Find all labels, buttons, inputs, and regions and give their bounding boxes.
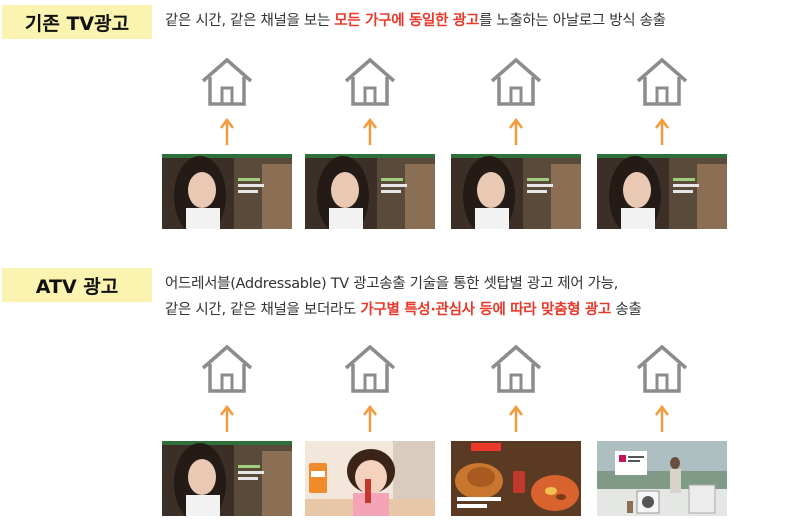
tv-ad-thumbnail-woman — [162, 441, 292, 516]
house-icon — [636, 57, 688, 106]
desc-highlight: 모든 가구에 동일한 광고 — [334, 13, 479, 29]
house-icon — [636, 344, 688, 393]
arrow-up-icon — [220, 118, 234, 145]
arrow-up-icon — [220, 405, 234, 432]
row1-col2 — [305, 56, 435, 231]
row1-col3 — [451, 56, 581, 231]
house-icon — [344, 344, 396, 393]
section2-description-line1: 어드레서블(Addressable) TV 광고송출 기술을 통한 셋탑별 광고… — [165, 276, 619, 292]
house-icon — [201, 344, 253, 393]
arrow-up-icon — [655, 118, 669, 145]
desc-highlight: 가구별 특성·관심사 등에 따라 맞춤형 광고 — [360, 302, 612, 318]
desc-text: 같은 시간, 같은 채널을 보는 — [165, 13, 335, 29]
row2-col3 — [451, 343, 581, 518]
house-icon — [490, 57, 542, 106]
row2-col2 — [305, 343, 435, 518]
house-icon — [490, 344, 542, 393]
tv-ad-thumbnail-appliance — [597, 441, 727, 516]
house-icon — [344, 57, 396, 106]
arrow-up-icon — [509, 405, 523, 432]
desc-text: 를 노출하는 아날로그 방식 송출 — [478, 13, 666, 29]
desc-text: 송출 — [611, 302, 642, 318]
tv-ad-thumbnail-woman — [451, 154, 581, 229]
section1-description: 같은 시간, 같은 채널을 보는 모든 가구에 동일한 광고를 노출하는 아날로… — [165, 9, 666, 30]
arrow-up-icon — [655, 405, 669, 432]
arrow-up-icon — [363, 405, 377, 432]
tv-ad-thumbnail-food — [451, 441, 581, 516]
arrow-up-icon — [363, 118, 377, 145]
section2-badge: ATV 광고 — [2, 268, 152, 302]
row2-col1 — [162, 343, 292, 518]
section1-badge: 기존 TV광고 — [2, 5, 152, 39]
tv-ad-thumbnail-woman — [162, 154, 292, 229]
arrow-up-icon — [509, 118, 523, 145]
row1-col1 — [162, 56, 292, 231]
row1-col4 — [597, 56, 727, 231]
section2-description-line2: 같은 시간, 같은 채널을 보더라도 가구별 특성·관심사 등에 따라 맞춤형 … — [165, 298, 642, 319]
tv-ad-thumbnail-kids — [305, 441, 435, 516]
tv-ad-thumbnail-woman — [305, 154, 435, 229]
row2-col4 — [597, 343, 727, 518]
tv-ad-thumbnail-woman — [597, 154, 727, 229]
desc-text: 같은 시간, 같은 채널을 보더라도 — [165, 302, 361, 318]
house-icon — [201, 57, 253, 106]
